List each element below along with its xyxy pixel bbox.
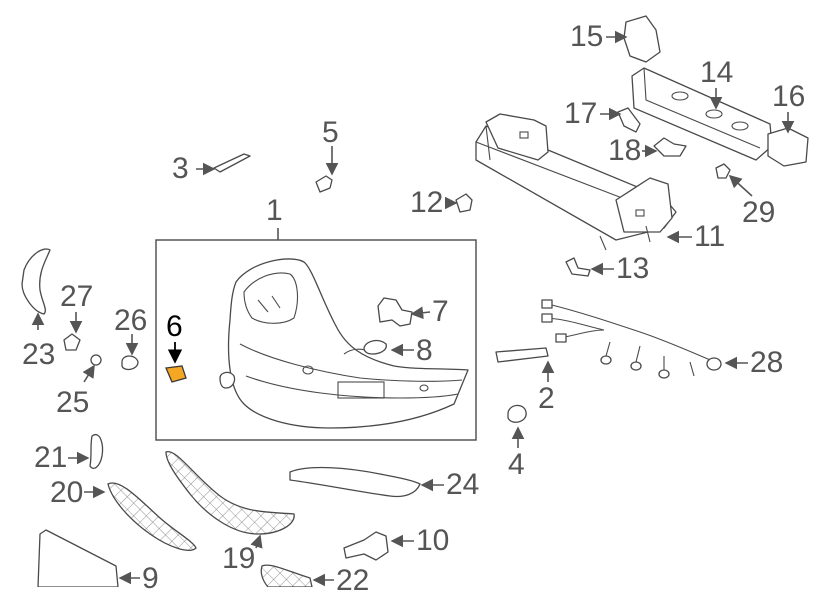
part-19 xyxy=(165,451,295,535)
leader-7 xyxy=(410,306,431,320)
part-22 xyxy=(260,564,313,587)
callout-7: 7 xyxy=(432,295,449,328)
part-13 xyxy=(565,257,591,277)
callout-15: 15 xyxy=(570,20,604,53)
callout-18: 18 xyxy=(608,134,642,167)
callout-26: 26 xyxy=(114,304,148,337)
part-23 xyxy=(21,248,51,315)
callout-23: 23 xyxy=(22,338,56,371)
bumper-cover-frame xyxy=(155,239,477,441)
part-15 xyxy=(623,15,661,63)
callout-25: 25 xyxy=(56,386,90,419)
leader-19 xyxy=(250,534,263,549)
callout-29: 29 xyxy=(742,196,776,229)
bumper-cover xyxy=(227,258,469,429)
callout-8: 8 xyxy=(416,334,433,367)
part-8 xyxy=(363,339,387,355)
part-14 xyxy=(631,67,773,161)
clip-part xyxy=(219,371,236,389)
part-5 xyxy=(315,175,333,193)
part-25 xyxy=(90,354,102,366)
part-18 xyxy=(653,137,687,157)
callout-21: 21 xyxy=(34,441,68,474)
bumper-cover-group xyxy=(155,228,477,441)
callout-10: 10 xyxy=(416,524,450,557)
part-12 xyxy=(455,193,473,213)
callout-27: 27 xyxy=(60,280,94,313)
leader-29 xyxy=(728,174,753,197)
part-29 xyxy=(715,163,731,179)
callout-13: 13 xyxy=(616,252,650,285)
part-9 xyxy=(37,529,119,587)
callout-11: 11 xyxy=(694,220,726,253)
highlighted-part-6 xyxy=(165,365,187,383)
part-20 xyxy=(107,482,197,551)
callout-17: 17 xyxy=(564,97,598,130)
part-7 xyxy=(377,297,413,327)
part-24 xyxy=(289,466,421,498)
part-17 xyxy=(617,107,641,133)
callout-14: 14 xyxy=(700,56,734,89)
callout-22: 22 xyxy=(336,564,370,597)
callout-20: 20 xyxy=(50,476,84,509)
callout-19: 19 xyxy=(222,542,256,575)
plate-recess xyxy=(337,381,385,399)
callout-3: 3 xyxy=(172,152,189,185)
callout-2: 2 xyxy=(538,382,555,415)
part-11 xyxy=(475,113,677,251)
callout-4: 4 xyxy=(508,448,525,481)
part-21 xyxy=(89,433,104,470)
part-28 xyxy=(541,299,722,379)
callout-28: 28 xyxy=(750,346,784,379)
part-16 xyxy=(767,127,809,167)
part-2 xyxy=(495,347,549,363)
callout-6: 6 xyxy=(166,310,183,343)
callout-5: 5 xyxy=(322,116,339,149)
callout-9: 9 xyxy=(142,562,159,595)
part-3 xyxy=(213,153,251,173)
callout-1: 1 xyxy=(266,194,283,227)
callout-16: 16 xyxy=(772,80,806,113)
leader-25 xyxy=(82,364,95,383)
callout-12: 12 xyxy=(410,186,444,219)
part-26 xyxy=(121,355,139,371)
part-27 xyxy=(63,333,81,351)
part-10 xyxy=(343,531,389,561)
part-4 xyxy=(507,404,527,423)
callout-24: 24 xyxy=(446,468,480,501)
